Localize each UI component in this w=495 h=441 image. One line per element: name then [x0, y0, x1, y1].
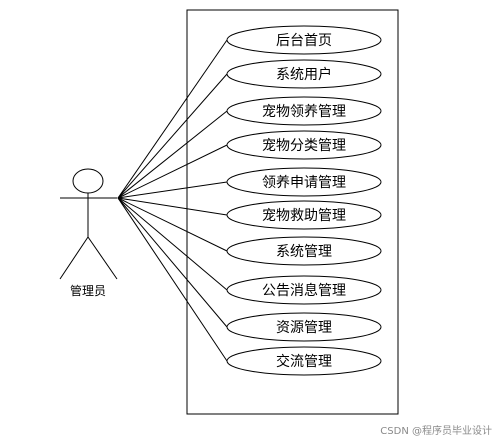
association-line	[117, 197, 228, 216]
association-line	[117, 181, 228, 199]
use-case: 交流管理	[226, 346, 382, 376]
actor-figure	[59, 168, 118, 280]
actor-left-leg	[59, 236, 89, 280]
use-case: 领养申请管理	[226, 167, 382, 197]
use-case: 后台首页	[226, 25, 382, 55]
system-boundary	[186, 9, 399, 415]
actor-right-leg	[87, 236, 118, 280]
use-case-label: 交流管理	[276, 353, 332, 370]
use-case: 公告消息管理	[226, 275, 382, 305]
use-case: 资源管理	[226, 312, 382, 342]
use-case-group: 后台首页系统用户宠物领养管理宠物分类管理领养申请管理宠物救助管理系统管理公告消息…	[226, 25, 382, 376]
use-case-ellipse	[226, 25, 382, 55]
use-case: 宠物领养管理	[226, 96, 382, 126]
actor-head	[72, 168, 104, 194]
association-lines	[117, 39, 228, 362]
use-case-label: 公告消息管理	[262, 282, 346, 299]
association-line	[117, 73, 228, 199]
use-case-label: 系统管理	[276, 244, 332, 260]
use-case-label: 宠物领养管理	[262, 104, 346, 120]
use-case: 宠物救助管理	[226, 200, 382, 230]
use-case: 系统管理	[226, 236, 382, 266]
association-line	[117, 144, 228, 199]
use-case-label: 宠物分类管理	[262, 138, 346, 154]
use-case-ellipse	[226, 167, 382, 197]
use-case-ellipse	[226, 346, 382, 376]
association-line	[117, 110, 228, 199]
use-case: 宠物分类管理	[226, 130, 382, 160]
use-case-ellipse	[226, 96, 382, 126]
watermark: CSDN @程序员毕业设计	[380, 424, 492, 437]
use-case-label: 后台首页	[276, 33, 332, 49]
association-line	[117, 197, 228, 362]
use-case-ellipse	[226, 200, 382, 230]
use-case-label: 资源管理	[276, 320, 332, 336]
actor-label: 管理员	[70, 283, 106, 298]
use-case-label: 领养申请管理	[262, 175, 346, 191]
use-case-label: 系统用户	[276, 66, 332, 83]
use-case-label: 宠物救助管理	[262, 208, 346, 224]
association-line	[117, 197, 228, 252]
use-case-ellipse	[226, 312, 382, 342]
use-case-ellipse	[226, 130, 382, 160]
use-case-ellipse	[226, 236, 382, 266]
use-case-ellipse	[226, 59, 382, 89]
association-line	[117, 197, 228, 328]
association-line	[117, 197, 228, 291]
use-case-ellipse	[226, 275, 382, 305]
use-case: 系统用户	[226, 59, 382, 89]
association-line	[117, 39, 228, 199]
